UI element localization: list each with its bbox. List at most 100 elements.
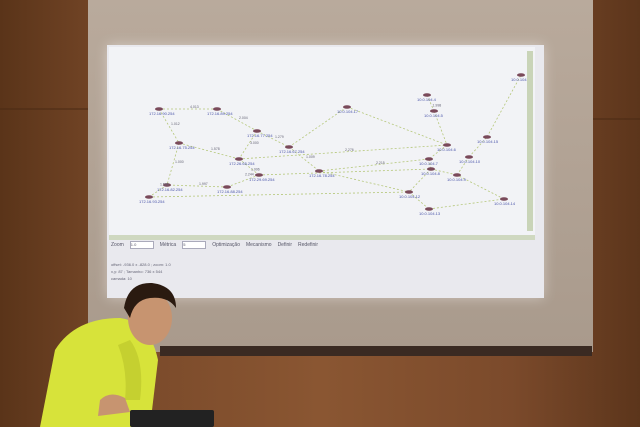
graph-edge [258,168,432,176]
edge-label: 1.012 [171,122,180,126]
edge-label: 2.244 [245,173,254,177]
zoom-input[interactable]: 1.0 [129,241,154,249]
graph-edge [318,158,430,172]
graph-edge [426,94,435,112]
node-label[interactable]: 172.16.90.254 [149,111,175,116]
screen-bottom-bar [160,346,592,356]
wall-panel-seam [593,118,640,120]
router-icon[interactable] [285,145,293,149]
node-label[interactable]: 10.0.104.17 [337,109,359,114]
node-label[interactable]: 172.16.77.254 [247,133,273,138]
router-icon[interactable] [223,185,231,189]
router-icon[interactable] [423,93,431,97]
projected-app-window: 172.16.90.254 172.16.89.254 172.16.77.254 1… [107,45,544,298]
edge-label: 1.000 [175,160,184,164]
graph-edge [166,142,180,186]
horizontal-scrollbar[interactable] [109,235,535,240]
router-icon[interactable] [517,73,525,77]
router-icon[interactable] [483,135,491,139]
router-icon[interactable] [235,157,243,161]
node-label[interactable]: 10.0.104.13 [419,211,441,216]
network-graph[interactable]: 172.16.90.254 172.16.89.254 172.16.77.254 1… [109,47,535,235]
edge-label: 3.000 [250,141,259,145]
info-line: x,y: 87 ; Tamanho: 736 x 544 [111,269,163,274]
edge-label: 2.215 [376,161,385,165]
node-label[interactable]: 10.0.104.10 [459,159,481,164]
node-label[interactable]: 10.0.104.5 [424,113,444,118]
router-icon[interactable] [427,167,435,171]
node-label[interactable]: 172.16.88.254 [217,189,243,194]
edge-label: 1.996 [251,168,260,172]
node-label[interactable]: 172.16.82.254 [157,187,183,192]
router-icon[interactable] [443,143,451,147]
graph-edge [408,191,430,210]
node-label[interactable]: 10.0.104.16 [511,77,533,82]
router-icon[interactable] [155,107,163,111]
router-icon[interactable] [425,157,433,161]
edge-label: 2.276 [345,148,354,152]
hand [98,394,130,416]
info-line: offset: -936.0 x -828.0 ; zoom: 1.0 [111,262,171,267]
edge-label: 1.009 [306,155,315,159]
shirt-fold [118,340,142,400]
router-icon[interactable] [253,129,261,133]
node-label[interactable]: 172.16.78.254 [309,173,335,178]
mechanism-checkbox[interactable]: Mecanismo [245,242,272,248]
graph-edge [256,130,290,148]
node-label[interactable]: 10.0.104.6 [437,147,457,152]
node-label[interactable]: 172.29.69.254 [249,177,275,182]
vertical-scrollbar[interactable] [527,51,533,231]
graph-info: offset: -936.0 x -828.0 ; zoom: 1.0 x,y:… [111,261,411,282]
router-icon[interactable] [163,183,171,187]
node-label[interactable]: 10.0.104.9 [447,177,467,182]
graph-edge [226,174,260,188]
graph-edge [346,106,448,146]
graph-edge [318,170,410,193]
graph-edge [238,158,260,176]
graph-edge [288,146,320,172]
define-link[interactable]: Definir [277,242,293,248]
router-icon[interactable] [465,155,473,159]
router-icon[interactable] [425,207,433,211]
graph-edge [408,168,432,193]
router-icon[interactable] [405,190,413,194]
node-label[interactable]: 10.0.104.14 [494,201,516,206]
graph-edge [238,144,448,160]
reset-link[interactable]: Redefinir [298,242,319,248]
zoom-label: Zoom [111,242,124,248]
router-icon[interactable] [430,109,438,113]
edge-label: 1.998 [433,104,442,108]
router-icon[interactable] [213,107,221,111]
graph-edge [428,198,505,210]
metric-label: Métrica [159,242,177,248]
node-label[interactable]: 172.26.65.254 [229,161,255,166]
info-line: camada: 10 [111,276,132,281]
router-icon[interactable] [343,105,351,109]
node-label[interactable]: 172.16.89.254 [207,111,233,116]
node-label[interactable]: 172.16.75.254 [169,145,195,150]
graph-edge [148,191,410,198]
node-label[interactable]: 10.0.104.12 [399,194,421,199]
router-icon[interactable] [145,195,153,199]
node-label[interactable]: 172.16.93.254 [139,199,165,204]
optimization-checkbox[interactable]: Optimização [212,242,240,248]
router-icon[interactable] [500,197,508,201]
edge-label: 1.578 [211,147,220,151]
wall-panel-seam [0,108,88,110]
router-icon[interactable] [315,169,323,173]
node-label[interactable]: 10.0.104.4 [417,97,437,102]
graph-edge [468,136,488,158]
node-label[interactable]: 10.0.104.8 [421,171,441,176]
metric-input[interactable]: 5 [182,241,207,249]
graph-canvas: 172.16.90.254 172.16.89.254 172.16.77.254 1… [139,73,533,216]
node-label[interactable]: 172.16.67.254 [279,149,305,154]
edge-label: 1.568 [160,183,169,187]
router-icon[interactable] [453,173,461,177]
hair [124,282,176,318]
edge-label: 2.004 [239,116,248,120]
router-icon[interactable] [255,173,263,177]
node-label[interactable]: 10.0.104.15 [477,139,499,144]
node-label[interactable]: 10.0.104.7 [419,161,439,166]
router-icon[interactable] [175,141,183,145]
